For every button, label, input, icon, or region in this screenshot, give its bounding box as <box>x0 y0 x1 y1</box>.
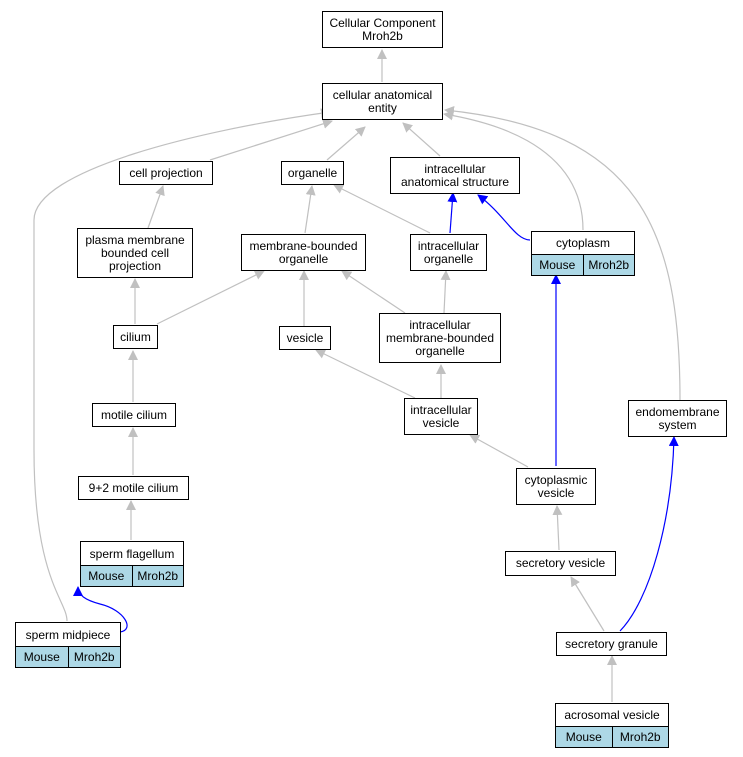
edge-cv-iv <box>469 434 529 468</box>
node-label: cell projection <box>129 165 203 180</box>
node-motile-cilium[interactable]: motile cilium <box>92 403 176 427</box>
node-vesicle[interactable]: vesicle <box>279 326 331 350</box>
edge-cilium-mbo <box>156 270 265 325</box>
edge-imbo-io <box>440 270 451 314</box>
node-label-line2: vesicle <box>422 415 460 430</box>
edge-iv-vesicle <box>315 349 416 399</box>
species-cell: Mouse <box>532 255 583 275</box>
node-label-line2: membrane-bounded <box>385 330 495 345</box>
edge-spermmidpiece-cae <box>33 108 331 622</box>
node-label-line3: projection <box>108 258 162 273</box>
edge-cellprojection-cae <box>209 118 333 161</box>
node-plasma-membrane-bounded-cell-projection[interactable]: plasma membrane bounded cell projection <box>77 228 193 278</box>
node-label: motile cilium <box>100 407 167 422</box>
node-label-line2: organelle <box>278 251 329 266</box>
node-label-line1: membrane-bounded <box>249 238 358 253</box>
edge-secretorygranule-secretoryvesicle <box>570 576 605 632</box>
node-label: acrosomal vesicle <box>556 704 668 727</box>
annotation-row: Mouse Mroh2b <box>556 727 668 747</box>
annotation-row: Mouse Mroh2b <box>16 647 120 667</box>
node-label-line1: intracellular <box>424 161 486 176</box>
node-label: organelle <box>287 165 338 180</box>
node-label-line2: bounded cell <box>100 245 170 260</box>
gene-cell: Mroh2b <box>131 566 183 586</box>
node-endomembrane-system[interactable]: endomembrane system <box>628 400 727 437</box>
node-label: cytoplasm <box>532 232 634 255</box>
node-label-line1: intracellular <box>409 317 471 332</box>
edge-secretoryvesicle-cv <box>552 505 563 551</box>
edge-cytoplasm-ias <box>477 194 531 241</box>
edge-spermmidpiece-spermflagellum <box>73 586 128 633</box>
annotation-row: Mouse Mroh2b <box>81 566 183 586</box>
node-label: secretory vesicle <box>515 556 606 570</box>
node-label: cilium <box>120 329 151 344</box>
node-intracellular-vesicle[interactable]: intracellular vesicle <box>404 398 478 435</box>
node-label-line1: endomembrane <box>635 404 720 419</box>
node-sperm-flagellum[interactable]: sperm flagellum Mouse Mroh2b <box>80 541 184 587</box>
node-label: vesicle <box>286 330 324 345</box>
node-label-line1: cellular anatomical <box>332 87 433 102</box>
gene-cell: Mroh2b <box>67 647 120 667</box>
node-secretory-vesicle[interactable]: secretory vesicle <box>505 551 616 576</box>
node-membrane-bounded-organelle[interactable]: membrane-bounded organelle <box>241 234 366 271</box>
node-organelle[interactable]: organelle <box>281 161 344 185</box>
node-label-line2: Mroh2b <box>362 28 403 43</box>
gene-cell: Mroh2b <box>611 727 668 747</box>
node-label-line1: intracellular <box>410 402 472 417</box>
node-label-line3: organelle <box>415 343 465 358</box>
node-label-line2: vesicle <box>537 485 575 500</box>
node-label-line1: intracellular <box>417 238 480 253</box>
edge-cytoplasm-cae <box>443 110 584 231</box>
node-label: sperm midpiece <box>16 623 120 647</box>
species-cell: Mouse <box>16 647 68 667</box>
node-acrosomal-vesicle[interactable]: acrosomal vesicle Mouse Mroh2b <box>555 703 669 748</box>
species-cell: Mouse <box>81 566 132 586</box>
edge-secretorygranule-endomembrane <box>619 436 679 632</box>
edge-io-ias <box>447 192 458 234</box>
node-label: sperm flagellum <box>81 542 183 566</box>
edge-mbo-organelle <box>304 185 316 234</box>
edge-endomembrane-cae <box>444 105 681 401</box>
node-intracellular-organelle[interactable]: intracellular organelle <box>410 234 487 271</box>
node-label-line2: organelle <box>423 251 474 266</box>
node-secretory-granule[interactable]: secretory granule <box>556 632 667 656</box>
node-cilium[interactable]: cilium <box>113 325 158 349</box>
node-cellular-component-root[interactable]: Cellular Component Mroh2b <box>322 11 443 48</box>
node-label: 9+2 motile cilium <box>88 480 179 495</box>
node-cell-projection[interactable]: cell projection <box>119 161 213 185</box>
node-label-line2: entity <box>368 100 397 115</box>
node-label-line1: Cellular Component <box>329 15 436 30</box>
node-cytoplasmic-vesicle[interactable]: cytoplasmic vesicle <box>516 468 596 505</box>
edge-io-organelle <box>333 184 431 234</box>
node-label: secretory granule <box>565 636 658 651</box>
edge-organelle-cae <box>326 126 366 161</box>
species-cell: Mouse <box>556 727 612 747</box>
node-label-line2: system <box>658 417 697 432</box>
node-sperm-midpiece[interactable]: sperm midpiece Mouse Mroh2b <box>15 622 121 668</box>
edge-imbo-mbo <box>341 270 406 314</box>
node-cytoplasm[interactable]: cytoplasm Mouse Mroh2b <box>531 231 635 276</box>
edge-pmbcp-cellprojection <box>147 185 165 229</box>
edge-ias-cae <box>402 122 441 157</box>
node-9-2-motile-cilium[interactable]: 9+2 motile cilium <box>78 476 189 500</box>
node-label-line2: anatomical structure <box>400 174 510 189</box>
gene-cell: Mroh2b <box>582 255 634 275</box>
node-label-line1: plasma membrane <box>85 232 185 247</box>
annotation-row: Mouse Mroh2b <box>532 255 634 275</box>
node-cellular-anatomical-entity[interactable]: cellular anatomical entity <box>322 83 443 120</box>
node-intracellular-anatomical-structure[interactable]: intracellular anatomical structure <box>390 157 520 194</box>
node-intracellular-membrane-bounded-organelle[interactable]: intracellular membrane-bounded organelle <box>379 313 501 363</box>
node-label-line1: cytoplasmic <box>524 472 588 487</box>
